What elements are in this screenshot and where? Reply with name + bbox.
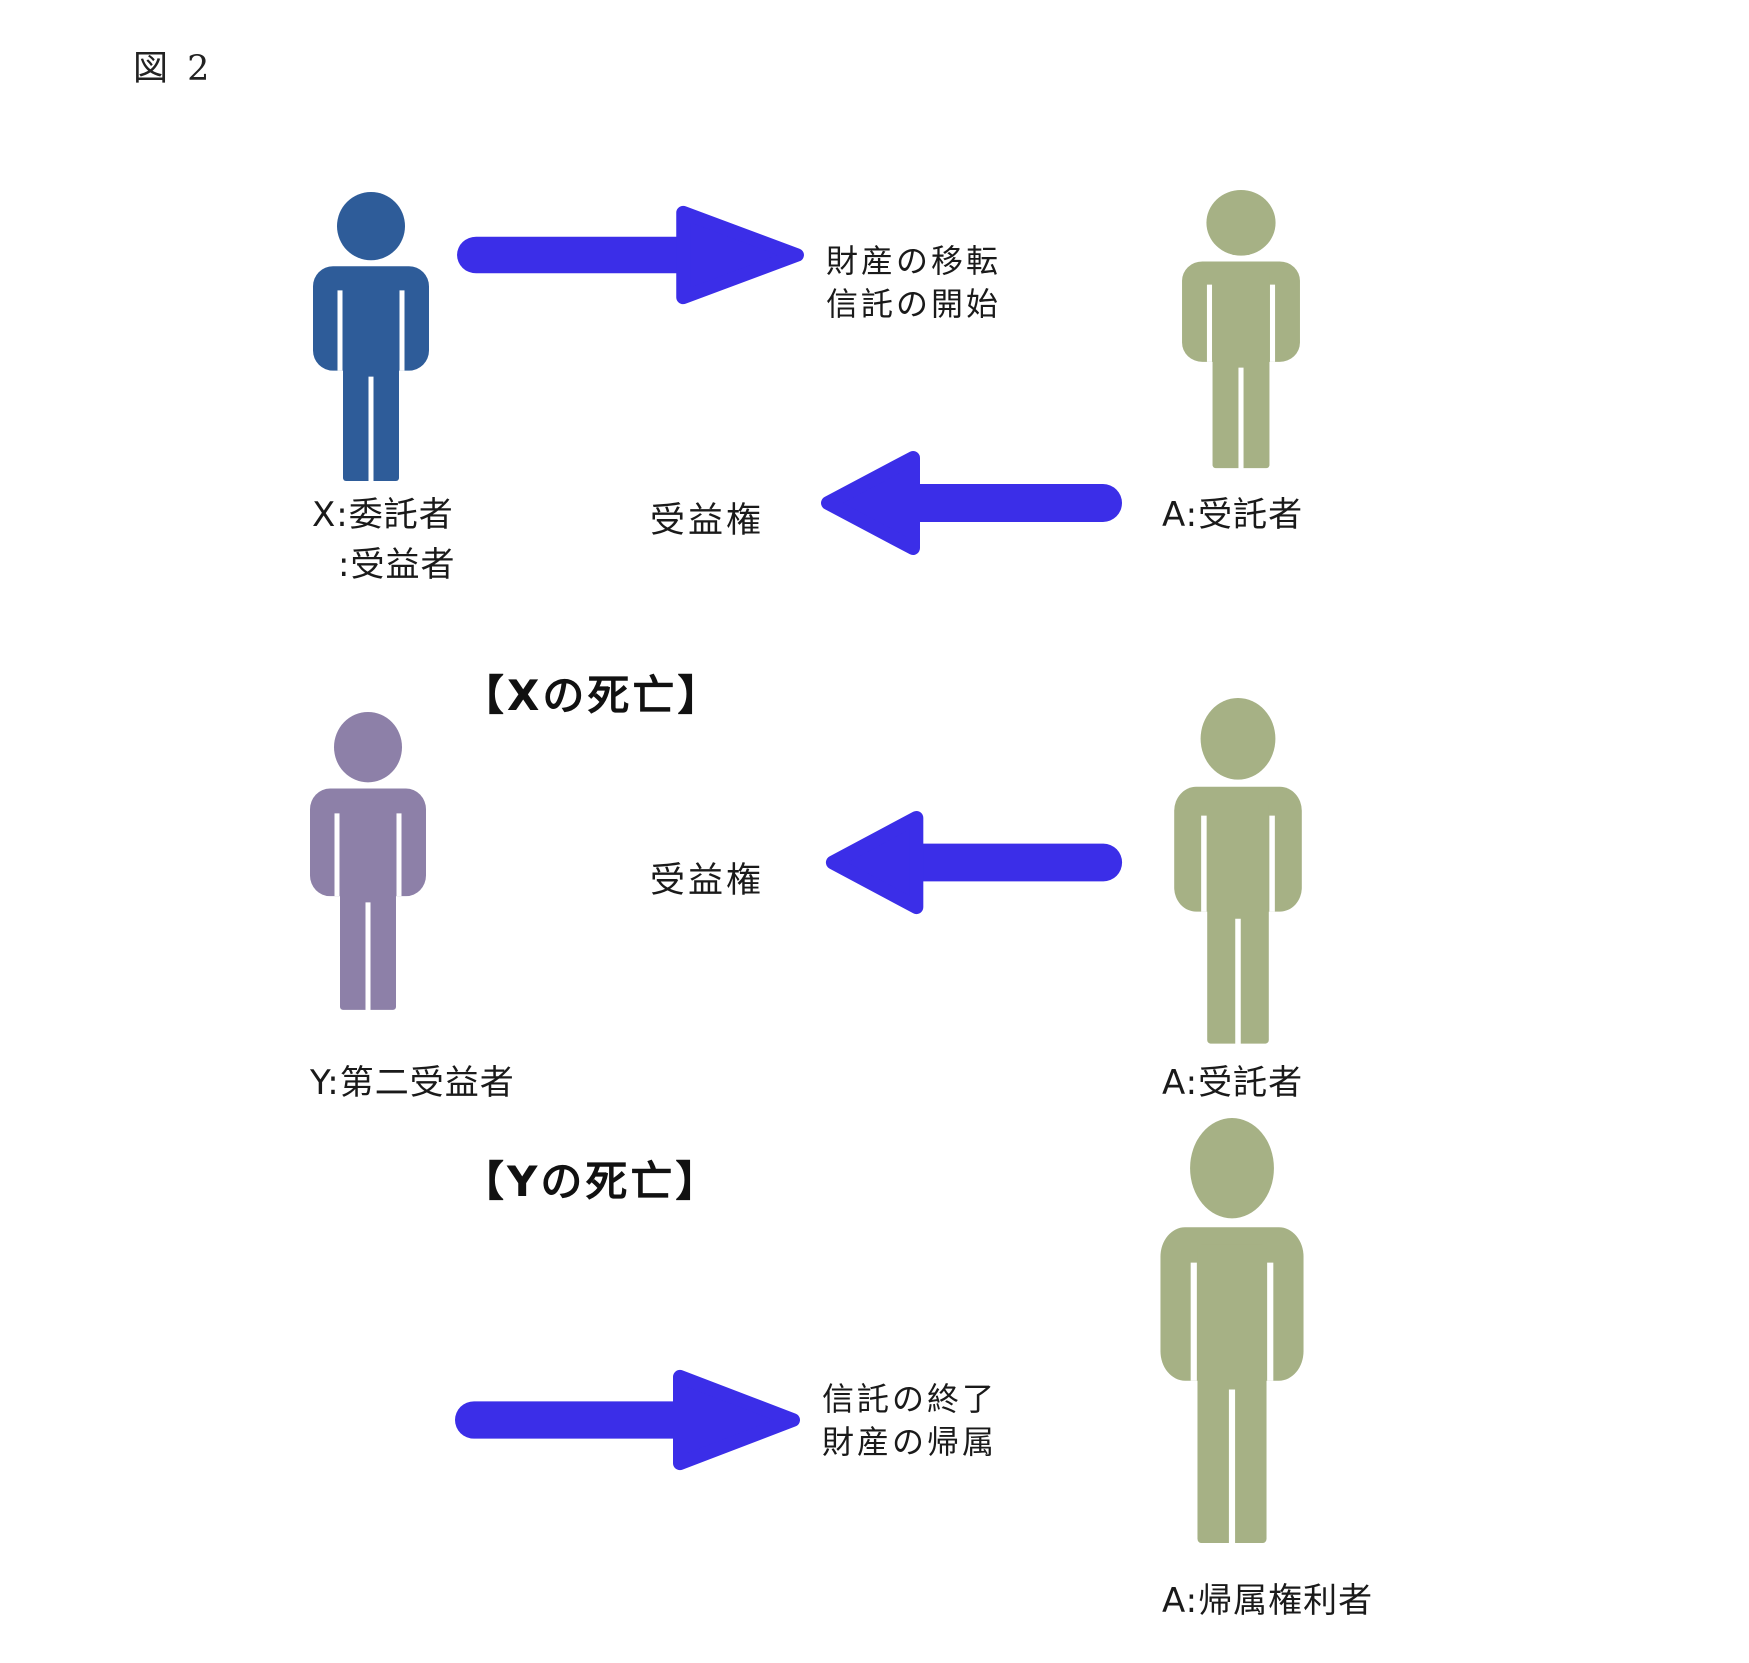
trust-end-line2: 財産の帰属 [822,1423,998,1461]
arrow-right-trust-end-icon [455,1369,800,1471]
arrow-right-transfer-icon [457,205,804,305]
person-x-label-line2: :受益者 [338,545,456,585]
person-a3-label: A:帰属権利者 [1162,1581,1374,1621]
person-a1-label: A:受託者 [1162,495,1304,535]
beneficiary-right-label-1: 受益権 [650,501,765,541]
trust-end-line1: 信託の終了 [822,1380,998,1418]
person-a2-label: A:受託者 [1162,1063,1304,1103]
arrow-left-benefit2-icon [825,810,1123,915]
person-y-label: Y:第二受益者 [310,1063,515,1103]
person-x-icon [313,192,429,483]
person-x-label-line1: X:委託者 [312,495,454,535]
beneficiary-right-label-2: 受益権 [650,861,765,901]
x-death-heading: 【Xの死亡】 [462,671,723,720]
transfer-line2: 信託の開始 [826,285,1002,323]
transfer-line1: 財産の移転 [826,242,1002,280]
figure-title: 図 2 [133,49,214,89]
trust-end-label: 信託の終了 財産の帰属 [822,1378,997,1464]
arrow-left-benefit1-icon [821,451,1122,555]
person-y-icon [310,712,426,1012]
person-a1-icon [1182,190,1300,470]
y-death-heading: 【Yの死亡】 [462,1157,721,1206]
person-a2-icon [1174,698,1302,1046]
person-x-label: X:委託者 :受益者 [312,490,455,590]
person-a3-icon [1160,1118,1304,1546]
transfer-start-label: 財産の移転 信託の開始 [826,240,1001,326]
